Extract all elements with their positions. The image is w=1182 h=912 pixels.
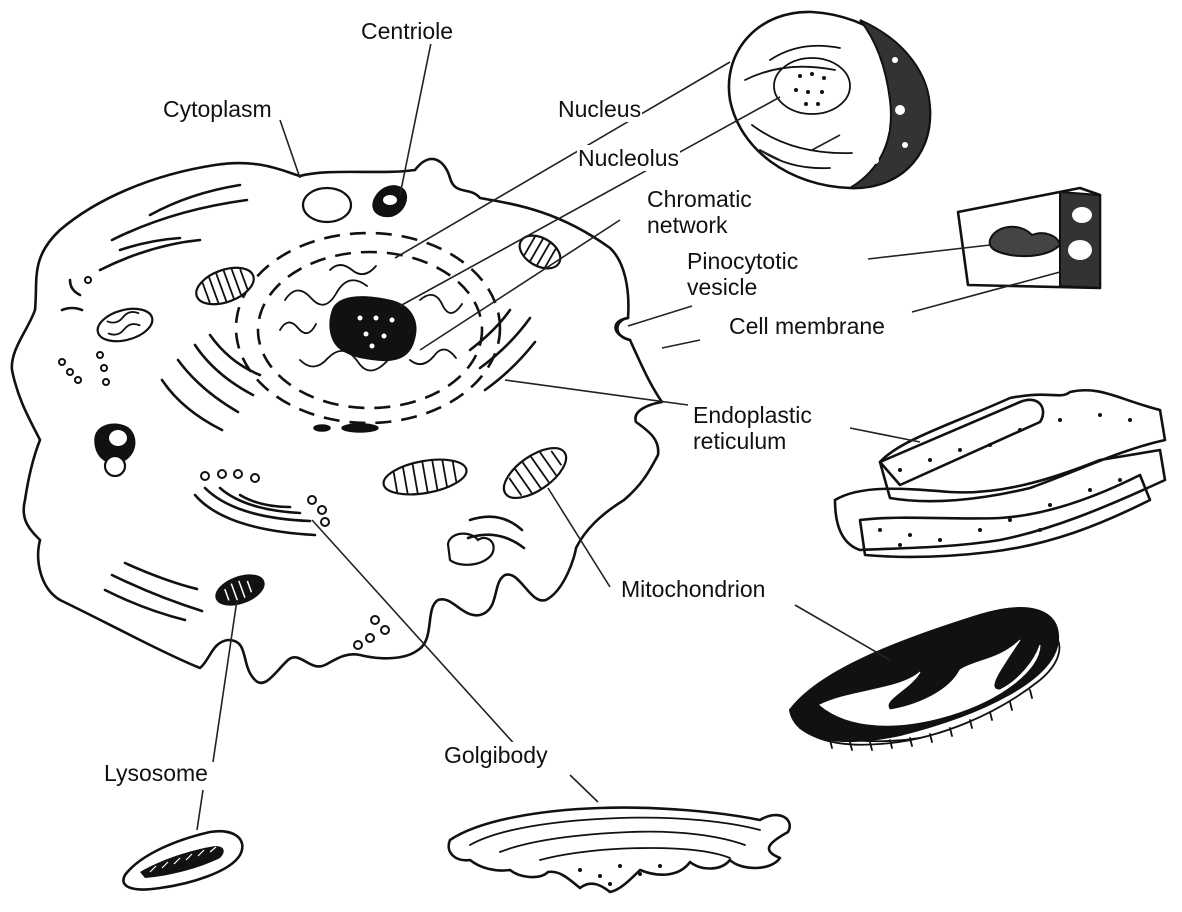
label-nucleolus: Nucleolus xyxy=(577,145,680,171)
nucleolus-shape xyxy=(329,296,417,362)
cell-membrane-outline xyxy=(10,157,664,685)
label-mitochondrion: Mitochondrion xyxy=(620,576,767,602)
cell-er-dashes xyxy=(313,423,379,433)
cell-mitochondria xyxy=(96,234,568,606)
label-chromatic-network: Chromatic network xyxy=(646,186,753,238)
label-cell-membrane: Cell membrane xyxy=(728,313,886,339)
cell-golgi xyxy=(193,486,317,537)
nucleus-inner-ring xyxy=(256,250,484,410)
label-pinocytotic-vesicle: Pinocytotic vesicle xyxy=(686,248,800,300)
cell-endoplasmic-reticulum xyxy=(60,183,537,622)
nucleus-outer-ring xyxy=(234,231,502,425)
vesicle xyxy=(301,186,353,224)
label-centriole: Centriole xyxy=(360,18,455,44)
leader-lines xyxy=(196,37,1061,831)
nuclear-envelope-shaded xyxy=(846,19,932,190)
mitochondrion-detail xyxy=(788,607,1061,751)
golgi-detail xyxy=(447,806,791,894)
label-golgibody: Golgibody xyxy=(443,742,549,768)
nucleus-detail xyxy=(727,10,932,190)
er-detail xyxy=(833,388,1167,559)
label-lysosome: Lysosome xyxy=(103,760,209,786)
cell-vesicles xyxy=(94,423,495,566)
label-cytoplasm: Cytoplasm xyxy=(162,96,273,122)
cell-ribosome-dots xyxy=(58,276,390,650)
pinocytotic-notch xyxy=(614,316,632,342)
lysosome-detail xyxy=(122,829,244,891)
label-nucleus: Nucleus xyxy=(557,96,643,122)
nucleolus-dots xyxy=(357,315,395,349)
pinocytotic-detail xyxy=(956,186,1102,290)
label-endoplastic-reticulum: Endoplastic reticulum xyxy=(692,402,813,454)
